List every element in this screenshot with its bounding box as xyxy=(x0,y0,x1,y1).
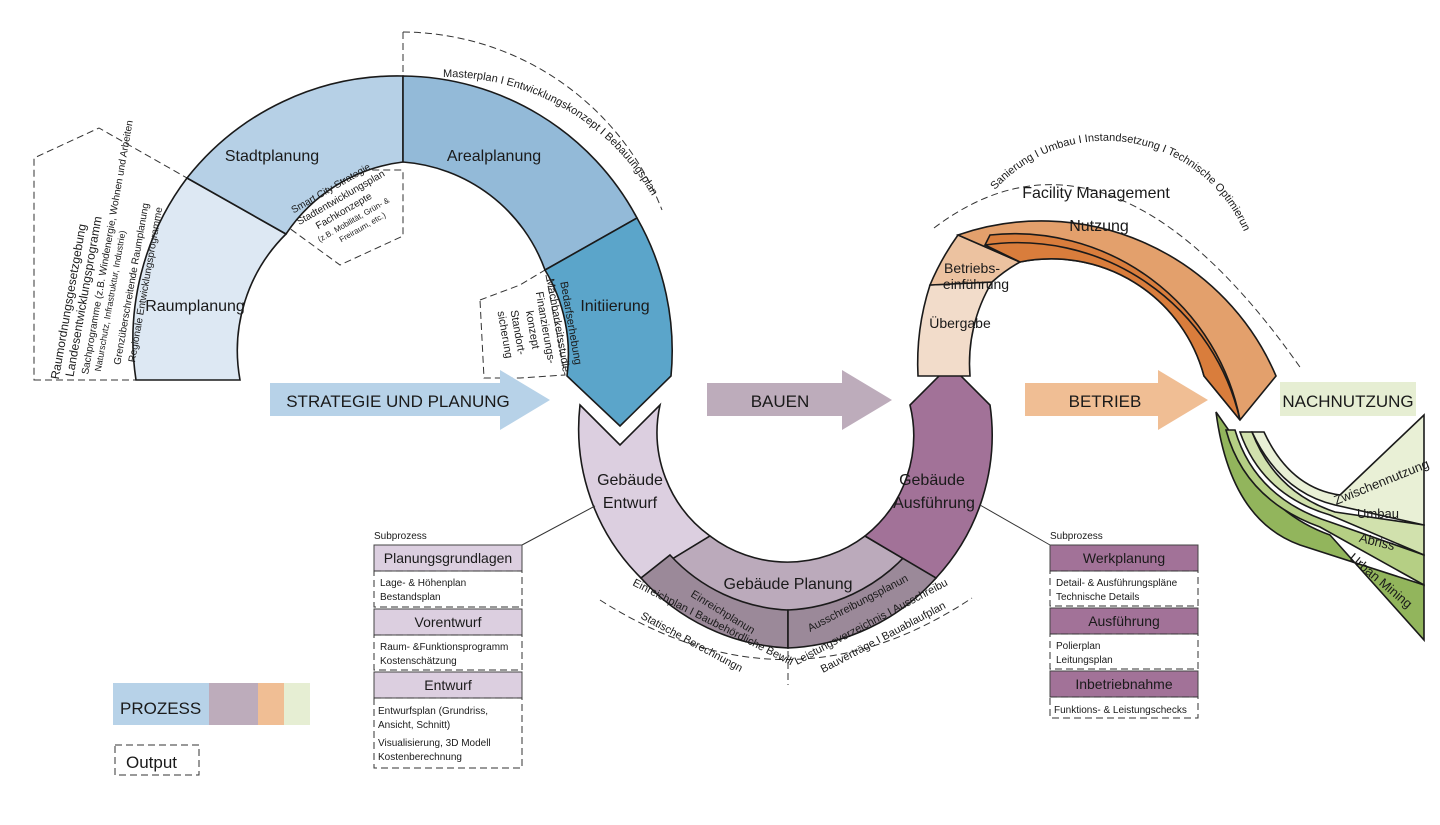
label-facility-management: Facility Management xyxy=(1022,185,1170,202)
svg-text:Technische Details: Technische Details xyxy=(1056,592,1139,603)
sub-right-header-1[interactable] xyxy=(1049,544,1199,572)
subprocess-left-title: Subprozess xyxy=(374,531,427,542)
svg-text:Detail- & Ausführungspläne: Detail- & Ausführungspläne xyxy=(1056,578,1178,589)
label-nutzung: Nutzung xyxy=(1069,218,1129,235)
nachnutzung-label-bg xyxy=(1280,382,1416,416)
phase-strategie: STRATEGIE UND PLANUNG xyxy=(286,392,510,411)
output-box-betrieb xyxy=(933,184,1303,371)
svg-text:Visualisierung, 3D Modell: Visualisierung, 3D Modell xyxy=(378,738,491,749)
svg-text:Entwurf: Entwurf xyxy=(424,677,472,693)
subprocess-left: Subprozess Planungsgrundlagen Lage- & Hö… xyxy=(373,531,523,769)
label-planung: Gebäude Planung xyxy=(724,576,853,593)
output-box-stadt xyxy=(284,169,404,266)
label-uebergabe: Übergabe xyxy=(929,314,991,331)
sub-left-header-2[interactable] xyxy=(373,608,523,636)
output-box-areal xyxy=(402,31,663,211)
sub-right-header-3[interactable] xyxy=(1049,670,1199,698)
arrow-betrieb xyxy=(1025,370,1208,430)
legend-prozess-betrieb xyxy=(258,683,284,725)
segment-uebergabe[interactable] xyxy=(916,281,994,377)
svg-text:Ansicht, Schnitt): Ansicht, Schnitt) xyxy=(378,720,450,731)
segment-initiierung[interactable] xyxy=(543,216,673,428)
svg-text:Polierplan: Polierplan xyxy=(1056,641,1100,652)
svg-text:Entwurfsplan (Grundriss,: Entwurfsplan (Grundriss, xyxy=(378,706,488,717)
label-entwurf-2: Entwurf xyxy=(603,495,658,512)
segment-gebaeude-ausfuehrung[interactable] xyxy=(863,363,993,580)
output-box-init xyxy=(479,269,566,379)
legend-prozess-nachnutzung xyxy=(284,683,310,725)
label-betriebseinfuehrung-2: einführung xyxy=(943,276,1009,292)
segment-abriss[interactable] xyxy=(1224,429,1425,587)
connector-right xyxy=(979,504,1051,546)
sub-left-header-3[interactable] xyxy=(373,671,523,699)
label-raumplanung: Raumplanung xyxy=(145,298,245,315)
svg-text:Inbetriebnahme: Inbetriebnahme xyxy=(1075,676,1173,692)
output-text-init: Bedarfserhebung Machbarkeitsstudie Finan… xyxy=(495,278,584,373)
legend-prozess-strategie xyxy=(113,683,209,725)
svg-text:Funktions- & Leistungschecks: Funktions- & Leistungschecks xyxy=(1054,705,1187,716)
output-box-bauen xyxy=(599,597,973,685)
svg-text:Werkplanung: Werkplanung xyxy=(1083,550,1165,566)
svg-text:Ausführung: Ausführung xyxy=(1088,613,1160,629)
legend-output-label: Output xyxy=(126,753,177,772)
arrow-strategie xyxy=(270,370,550,430)
svg-text:Leitungsplan: Leitungsplan xyxy=(1056,655,1113,666)
label-stadtplanung: Stadtplanung xyxy=(225,148,319,165)
svg-text:Kostenschätzung: Kostenschätzung xyxy=(380,656,457,667)
legend-output-box xyxy=(114,744,200,776)
svg-text:Bestandsplan: Bestandsplan xyxy=(380,592,441,603)
sub-left-header-1[interactable] xyxy=(373,544,523,572)
label-initiierung: Initiierung xyxy=(580,298,649,315)
legend: PROZESS Output xyxy=(113,683,310,776)
segment-stadtplanung[interactable] xyxy=(185,75,404,236)
phase-bauen: BAUEN xyxy=(751,392,810,411)
svg-text:Lage- & Höhenplan: Lage- & Höhenplan xyxy=(380,578,466,589)
segment-zwischennutzung[interactable] xyxy=(1250,413,1425,526)
svg-text:Kostenberechnung: Kostenberechnung xyxy=(378,752,462,763)
legend-prozess-bauen xyxy=(209,683,258,725)
label-betriebseinfuehrung-1: Betriebs- xyxy=(944,260,1000,276)
label-entwurf-1: Gebäude xyxy=(597,472,663,489)
phase-betrieb: BETRIEB xyxy=(1069,392,1142,411)
sub-right-header-2[interactable] xyxy=(1049,607,1199,635)
svg-text:Vorentwurf: Vorentwurf xyxy=(415,614,482,630)
legend-prozess-label: PROZESS xyxy=(120,699,201,718)
label-ausfuehrung-1: Gebäude xyxy=(899,472,965,489)
svg-text:Raum- &Funktionsprogramm: Raum- &Funktionsprogramm xyxy=(380,642,508,653)
svg-text:Planungsgrundlagen: Planungsgrundlagen xyxy=(384,550,512,566)
subprocess-right: Subprozess Werkplanung Detail- & Ausführ… xyxy=(1049,531,1199,719)
label-umbau: Umbau xyxy=(1357,506,1399,521)
label-arealplanung: Arealplanung xyxy=(447,148,541,165)
connector-left xyxy=(521,505,596,546)
label-ausfuehrung-2: Ausführung xyxy=(893,495,975,512)
phase-nachnutzung: NACHNUTZUNG xyxy=(1282,392,1413,411)
arrow-bauen xyxy=(707,370,892,430)
subprocess-right-title: Subprozess xyxy=(1050,531,1103,542)
